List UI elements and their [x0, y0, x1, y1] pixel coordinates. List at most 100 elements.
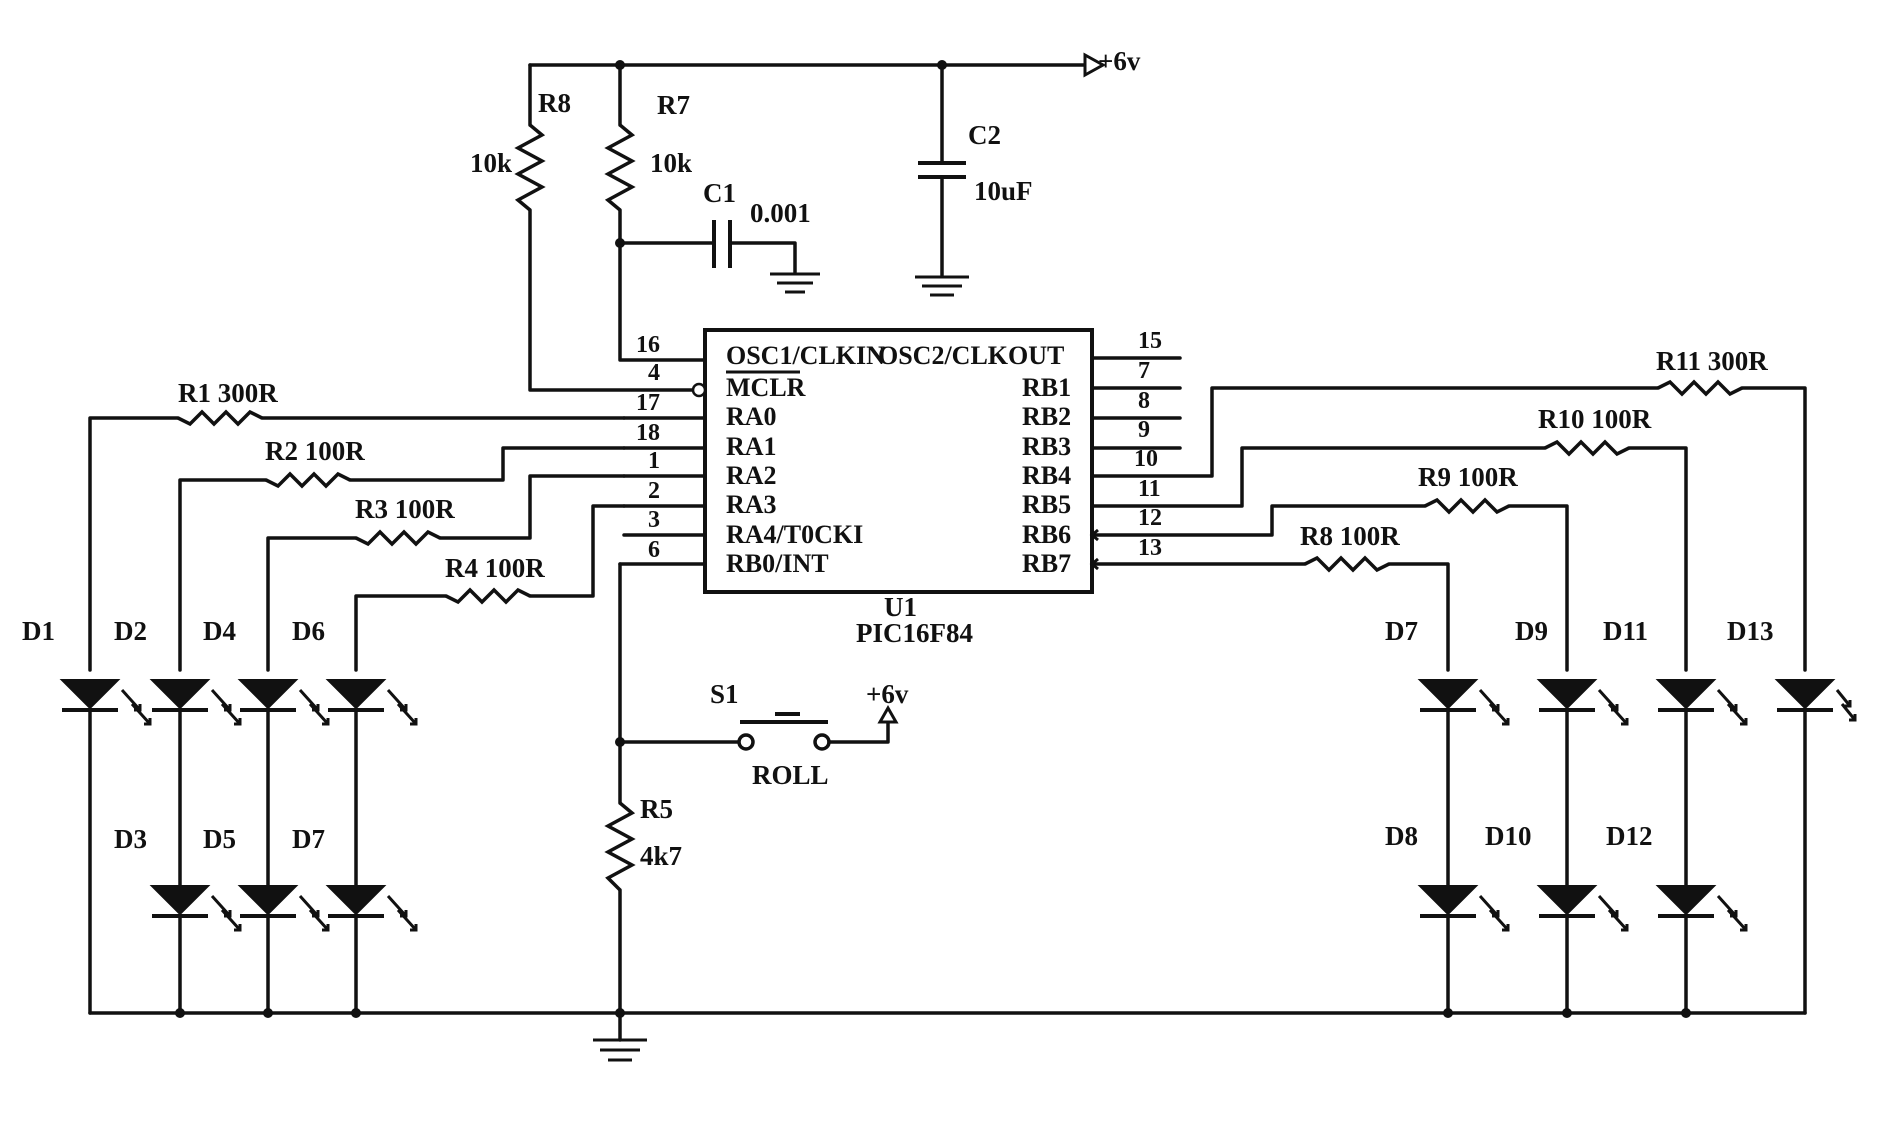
- led-d10: D10: [1485, 821, 1629, 932]
- led-d9: D9: [1515, 616, 1629, 726]
- led-d13: D13: [1727, 616, 1857, 722]
- svg-text:3: 3: [648, 507, 660, 533]
- supply-rail: +6v: [528, 46, 1141, 78]
- r2-label: R2 100R: [265, 436, 365, 466]
- r8-ref: R8: [538, 88, 571, 118]
- svg-text:RB2: RB2: [1022, 402, 1071, 431]
- svg-text:11: 11: [1138, 476, 1161, 502]
- svg-text:9: 9: [1138, 417, 1150, 443]
- svg-text:OSC2/CLKOUT: OSC2/CLKOUT: [878, 341, 1064, 370]
- switch-ref: S1: [710, 679, 739, 709]
- led-d6: D6: [292, 616, 418, 726]
- svg-text:RA3: RA3: [726, 490, 777, 519]
- svg-text:RB1: RB1: [1022, 373, 1071, 402]
- svg-text:D7: D7: [1385, 616, 1418, 646]
- svg-text:7: 7: [1138, 358, 1150, 384]
- led-d3: D3: [114, 824, 242, 932]
- r5-ref: R5: [640, 794, 673, 824]
- svg-text:RA0: RA0: [726, 402, 777, 431]
- c2-value: 10uF: [974, 176, 1033, 206]
- pin-ra3: 2 RA3: [622, 478, 777, 519]
- svg-text:D3: D3: [114, 824, 147, 854]
- capacitor-c2: C2 10uF: [915, 63, 1033, 297]
- pin-rb1: 7 RB1: [1022, 358, 1182, 402]
- led-d7-right: D7: [1385, 616, 1510, 726]
- pin-osc1: 16 OSC1/CLKIN: [636, 332, 885, 370]
- r8-right-label: R8 100R: [1300, 521, 1400, 551]
- pin-rb6: 12 RB6: [1022, 505, 1162, 549]
- svg-text:1: 1: [648, 448, 660, 474]
- svg-text:D12: D12: [1606, 821, 1653, 851]
- svg-text:D9: D9: [1515, 616, 1548, 646]
- svg-text:17: 17: [636, 390, 660, 416]
- svg-text:D4: D4: [203, 616, 236, 646]
- ground-rail: [88, 1008, 1807, 1018]
- ic-right-pins: 15 OSC2/CLKOUT 7 RB1 8 RB2 9 RB3 10 RB4: [878, 328, 1182, 578]
- r9-label: R9 100R: [1418, 462, 1518, 492]
- ground-icon: [915, 275, 969, 297]
- pin-rb5: 11 RB5: [1022, 476, 1161, 519]
- svg-text:D13: D13: [1727, 616, 1774, 646]
- led-d1: D1: [22, 616, 152, 726]
- svg-text:16: 16: [636, 332, 660, 358]
- c1-ref: C1: [703, 178, 736, 208]
- switch-label: ROLL: [752, 760, 829, 790]
- r5-value: 4k7: [640, 841, 682, 871]
- svg-text:RB0/INT: RB0/INT: [726, 549, 829, 578]
- svg-text:2: 2: [648, 478, 660, 504]
- r11-label: R11 300R: [1656, 346, 1768, 376]
- svg-text:D11: D11: [1603, 616, 1648, 646]
- led-d12: D12: [1606, 821, 1748, 932]
- r7-value: 10k: [650, 148, 692, 178]
- led-d7-left: D7: [292, 824, 418, 932]
- svg-text:OSC1/CLKIN: OSC1/CLKIN: [726, 341, 885, 370]
- svg-text:D6: D6: [292, 616, 325, 646]
- svg-text:4: 4: [648, 360, 660, 386]
- pin-rb7: 13 RB7: [1022, 535, 1162, 578]
- svg-text:13: 13: [1138, 535, 1162, 561]
- pin-ra4: 3 RA4/T0CKI: [622, 507, 863, 549]
- svg-text:RB3: RB3: [1022, 432, 1071, 461]
- resistor-r8-top: R8 10k: [470, 63, 699, 392]
- svg-text:RB5: RB5: [1022, 490, 1071, 519]
- resistor-r5: R5 4k7: [604, 794, 682, 1042]
- pin-ra1: 18 RA1: [622, 420, 777, 461]
- pin-ra0: 17 RA0: [622, 390, 777, 431]
- ground-icon: [593, 1038, 647, 1062]
- led-d8: D8: [1385, 821, 1510, 932]
- svg-text:MCLR: MCLR: [726, 373, 806, 402]
- svg-text:D10: D10: [1485, 821, 1532, 851]
- ic-ref: U1: [884, 592, 917, 622]
- pin-osc2: 15 OSC2/CLKOUT: [878, 328, 1182, 370]
- pin-rb2: 8 RB2: [1022, 388, 1182, 431]
- svg-text:18: 18: [636, 420, 660, 446]
- ic-part: PIC16F84: [856, 618, 973, 648]
- svg-text:6: 6: [648, 537, 660, 563]
- supply-label: +6v: [1098, 46, 1141, 76]
- svg-text:RB6: RB6: [1022, 520, 1071, 549]
- svg-text:D1: D1: [22, 616, 55, 646]
- led-d11: D11: [1603, 616, 1748, 726]
- r10-label: R10 100R: [1538, 404, 1652, 434]
- svg-text:10: 10: [1134, 446, 1158, 472]
- ic-left-pins: 16 OSC1/CLKIN 4 MCLR 17 RA0 18 RA1: [618, 332, 885, 578]
- left-led-bank: R1 300R R2 100R R3 100R R4 100R D1 D2: [22, 378, 626, 1015]
- led-d5: D5: [203, 824, 330, 932]
- svg-text:RA2: RA2: [726, 461, 777, 490]
- r3-label: R3 100R: [355, 494, 455, 524]
- r8-value: 10k: [470, 148, 512, 178]
- svg-text:D5: D5: [203, 824, 236, 854]
- svg-text:RA4/T0CKI: RA4/T0CKI: [726, 520, 863, 549]
- r1-label: R1 300R: [178, 378, 278, 408]
- pin-rb4: 10 RB4: [1022, 446, 1158, 490]
- c1-value: 0.001: [750, 198, 811, 228]
- pin-rb0: 6 RB0/INT: [618, 537, 829, 578]
- svg-text:D7: D7: [292, 824, 325, 854]
- ground-icon: [770, 272, 820, 294]
- pin-rb3: 9 RB3: [1022, 417, 1182, 461]
- svg-text:8: 8: [1138, 388, 1150, 414]
- led-d2: D2: [114, 616, 242, 726]
- svg-text:D2: D2: [114, 616, 147, 646]
- svg-text:RB4: RB4: [1022, 461, 1071, 490]
